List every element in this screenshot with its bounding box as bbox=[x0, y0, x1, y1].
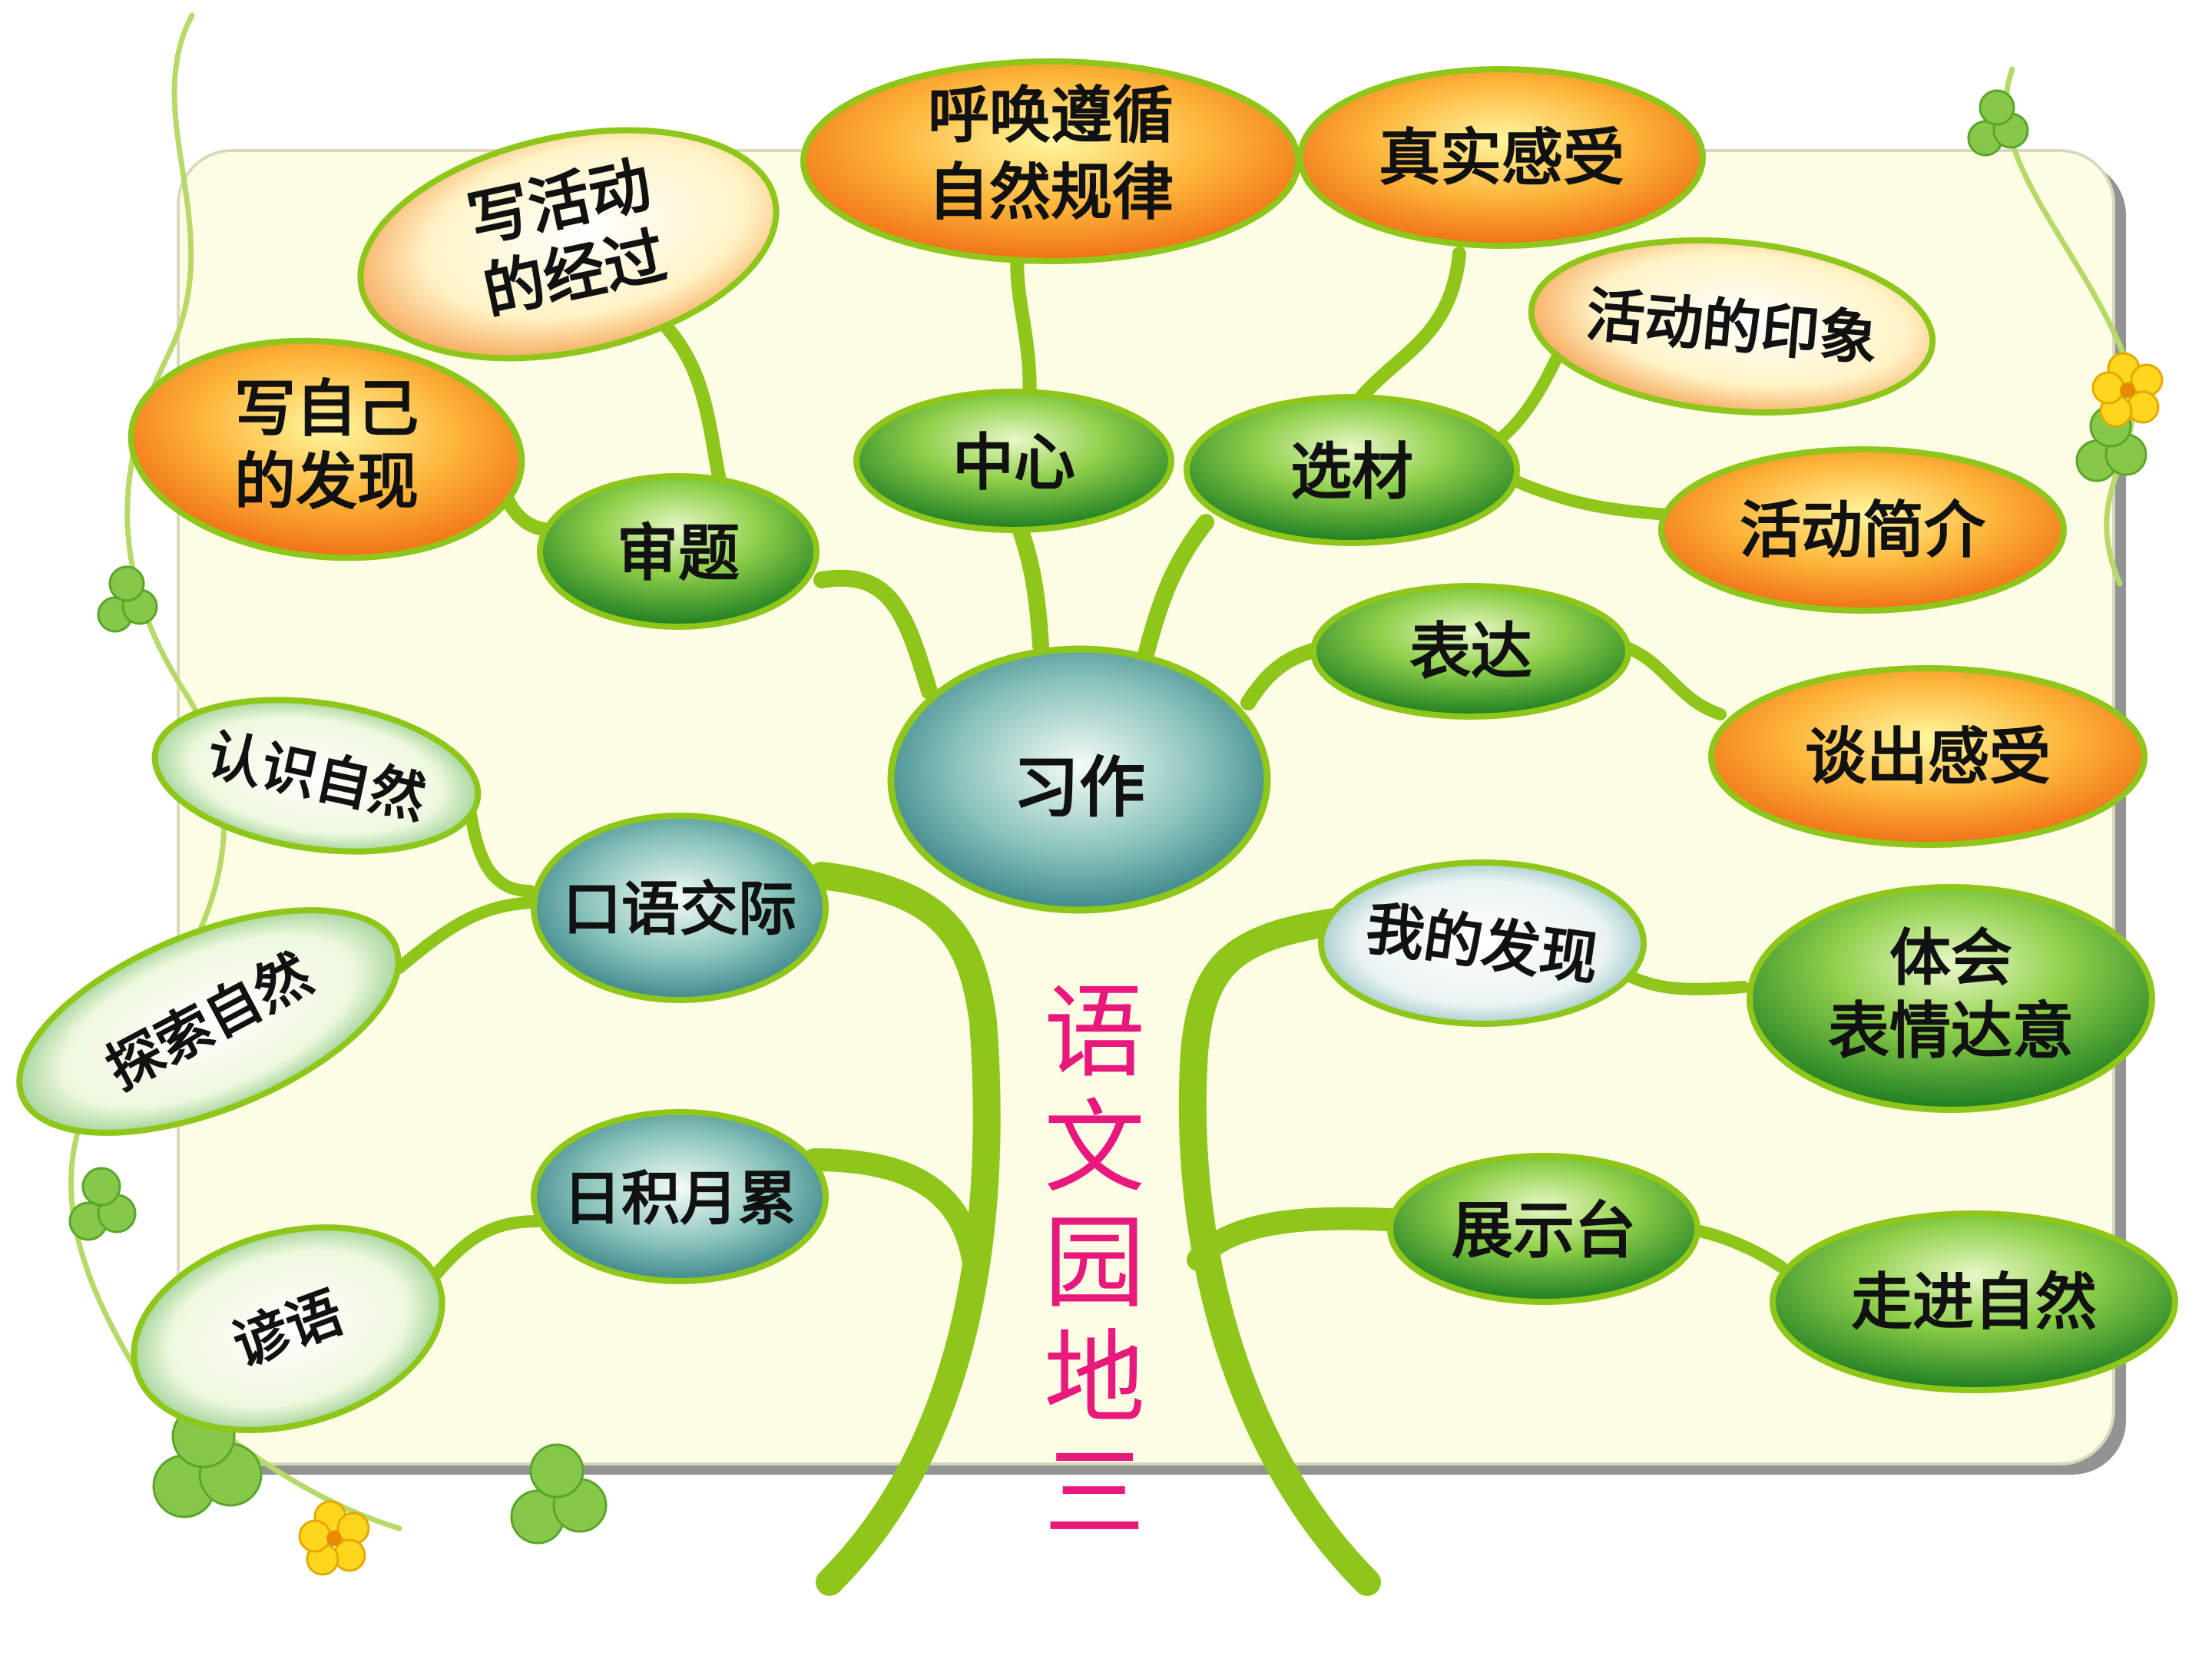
center-node: 习作 bbox=[887, 645, 1271, 914]
branch-node-shenti: 审题 bbox=[537, 473, 820, 630]
leaf-label-xiezijifaxian-2: 的发现 bbox=[234, 446, 419, 518]
leaf-node-renshi: 认识自然 bbox=[151, 697, 482, 855]
vertical-title: 语文园地三 bbox=[1044, 974, 1145, 1553]
leaf-label-jianjie: 活动简介 bbox=[1740, 495, 1986, 566]
leaf-label-tanchu: 谈出感受 bbox=[1805, 721, 2051, 793]
leaf-node-zoujin: 走进自然 bbox=[1770, 1210, 2178, 1393]
leaf-node-yanyu: 谚语 bbox=[131, 1224, 445, 1433]
branch-node-kouyu: 口语交际 bbox=[531, 813, 829, 1003]
branch-node-biaoda: 表达 bbox=[1310, 583, 1631, 720]
branch-label-zhongxin: 中心 bbox=[952, 427, 1075, 498]
title-char: 地 bbox=[1044, 1320, 1145, 1438]
page-title: 语文园地三 bbox=[1044, 974, 1145, 1553]
leaf-label-tihui-2: 表情达意 bbox=[1828, 995, 2074, 1067]
leaf-label-huhuan-2: 自然规律 bbox=[928, 157, 1174, 228]
center-label: 习作 bbox=[1013, 750, 1145, 826]
clover-icon bbox=[68, 89, 2147, 1545]
branch-node-rijiyuelei: 日积月累 bbox=[531, 1109, 829, 1284]
branch-node-zhongxin: 中心 bbox=[853, 389, 1174, 533]
leaf-node-tansuo: 探索自然 bbox=[16, 907, 402, 1136]
title-char: 文 bbox=[1044, 1089, 1145, 1207]
leaf-label-zoujin: 走进自然 bbox=[1851, 1267, 2097, 1338]
title-char: 语 bbox=[1044, 974, 1145, 1092]
branch-node-wodefaxian: 我的发现 bbox=[1318, 859, 1647, 1027]
leaf-node-zhenshi: 真实感受 bbox=[1297, 66, 1706, 249]
branch-label-biaoda: 表达 bbox=[1409, 616, 1532, 687]
title-char: 园 bbox=[1044, 1204, 1145, 1323]
branch-node-zhanshitai: 展示台 bbox=[1387, 1153, 1700, 1305]
leaf-label-xiezijifaxian-1: 写自己 bbox=[234, 373, 419, 445]
branch-label-shenti: 审题 bbox=[617, 518, 740, 589]
leaf-node-tihui: 体会 表情达意 bbox=[1747, 884, 2155, 1113]
leaf-node-xiehuodong: 写活动 的经过 bbox=[357, 127, 780, 362]
leaf-node-huhuan: 呼唤遵循 自然规律 bbox=[800, 58, 1301, 264]
leaf-label-tihui-1: 体会 bbox=[1889, 922, 2012, 994]
title-char: 三 bbox=[1044, 1435, 1145, 1553]
leaf-label-huhuan-1: 呼唤遵循 bbox=[928, 80, 1174, 151]
leaf-node-xiezijifaxian: 写自己 的发现 bbox=[127, 337, 525, 561]
vine-decoration-right bbox=[2003, 66, 2136, 587]
branch-label-xuancai: 选材 bbox=[1290, 436, 1413, 508]
leaf-node-jianjie: 活动简介 bbox=[1658, 446, 2067, 614]
leaf-node-yinxiang: 活动的印象 bbox=[1528, 237, 1936, 416]
branch-label-kouyu: 口语交际 bbox=[563, 875, 796, 943]
branch-label-rijiyuelei: 日积月累 bbox=[563, 1164, 796, 1233]
branch-node-xuancai: 选材 bbox=[1184, 394, 1520, 546]
branch-label-zhanshitai: 展示台 bbox=[1452, 1195, 1636, 1267]
leaf-node-tanchu: 谈出感受 bbox=[1708, 665, 2147, 848]
leaf-label-zhenshi: 真实感受 bbox=[1379, 122, 1624, 194]
